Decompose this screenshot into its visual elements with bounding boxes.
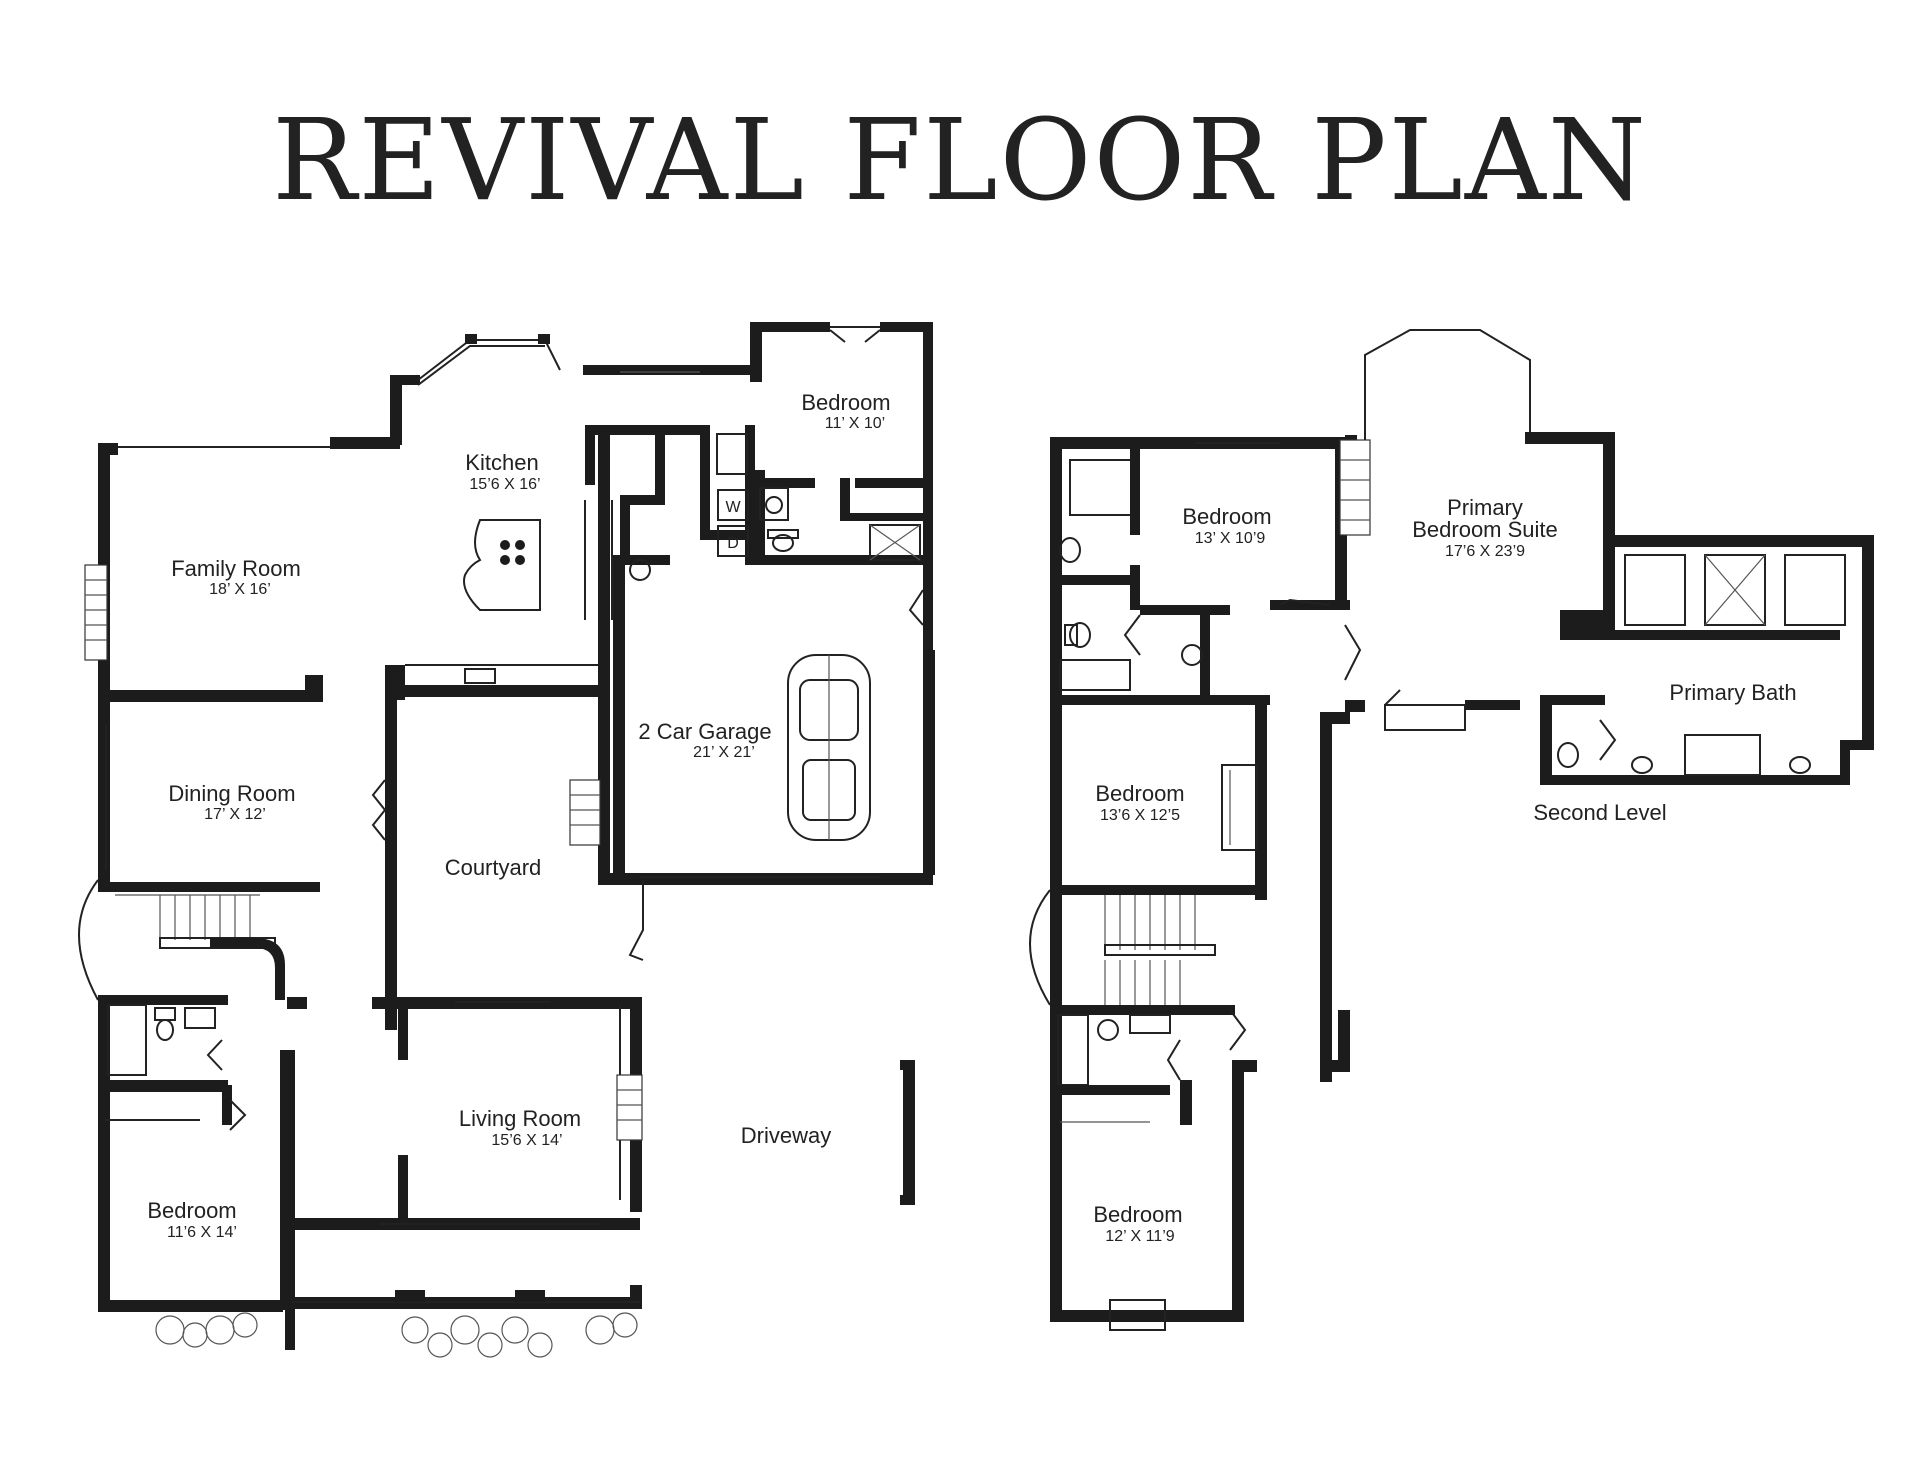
room-dims-bedroom-2: 11’6 X 14’ bbox=[167, 1224, 237, 1241]
second-level-label: Second Level bbox=[1533, 800, 1666, 825]
room-name-bedroom-1: Bedroom bbox=[801, 390, 890, 415]
room-dims-living-room: 15’6 X 14’ bbox=[491, 1132, 562, 1149]
page-title: REVIVAL FLOOR PLAN bbox=[272, 96, 1648, 226]
room-dims-family-room: 18’ X 16’ bbox=[209, 581, 271, 598]
room-dims-bedroom-5: 12’ X 11’9 bbox=[1105, 1228, 1174, 1245]
room-name-primary-suite-line2: Bedroom Suite bbox=[1412, 517, 1558, 542]
room-name-bedroom-5: Bedroom bbox=[1093, 1202, 1182, 1227]
second-level-labels: Bedroom 13’ X 10’9 Primary Bedroom Suite… bbox=[1093, 495, 1796, 1245]
room-name-family-room: Family Room bbox=[171, 556, 301, 581]
first-level-labels: Kitchen 15’6 X 16’ Bedroom 11’ X 10’ Fam… bbox=[147, 390, 890, 1241]
room-dims-kitchen: 15’6 X 16’ bbox=[469, 476, 540, 493]
room-name-bedroom-2: Bedroom bbox=[147, 1198, 236, 1223]
room-dims-bedroom-1: 11’ X 10’ bbox=[825, 415, 885, 432]
room-name-courtyard: Courtyard bbox=[445, 855, 542, 880]
room-dims-primary-suite: 17’6 X 23’9 bbox=[1445, 543, 1525, 560]
second-level-plan bbox=[1029, 329, 1874, 1331]
room-name-primary-suite-line1: Primary bbox=[1447, 495, 1523, 520]
room-dims-dining-room: 17’ X 12’ bbox=[204, 806, 266, 823]
room-name-living-room: Living Room bbox=[459, 1106, 581, 1131]
room-dims-garage: 21’ X 21’ bbox=[693, 744, 755, 761]
room-name-primary-bath: Primary Bath bbox=[1669, 680, 1796, 705]
dryer-label: D bbox=[727, 535, 739, 552]
room-name-kitchen: Kitchen bbox=[465, 450, 538, 475]
room-name-garage: 2 Car Garage bbox=[638, 719, 771, 744]
first-level-plan: W D bbox=[78, 322, 935, 1358]
room-name-driveway: Driveway bbox=[741, 1123, 831, 1148]
room-dims-bedroom-3: 13’ X 10’9 bbox=[1195, 530, 1266, 547]
washer-label: W bbox=[725, 499, 741, 516]
room-name-bedroom-4: Bedroom bbox=[1095, 781, 1184, 806]
room-name-bedroom-3: Bedroom bbox=[1182, 504, 1271, 529]
room-dims-bedroom-4: 13’6 X 12’5 bbox=[1100, 807, 1180, 824]
room-name-dining-room: Dining Room bbox=[168, 781, 295, 806]
